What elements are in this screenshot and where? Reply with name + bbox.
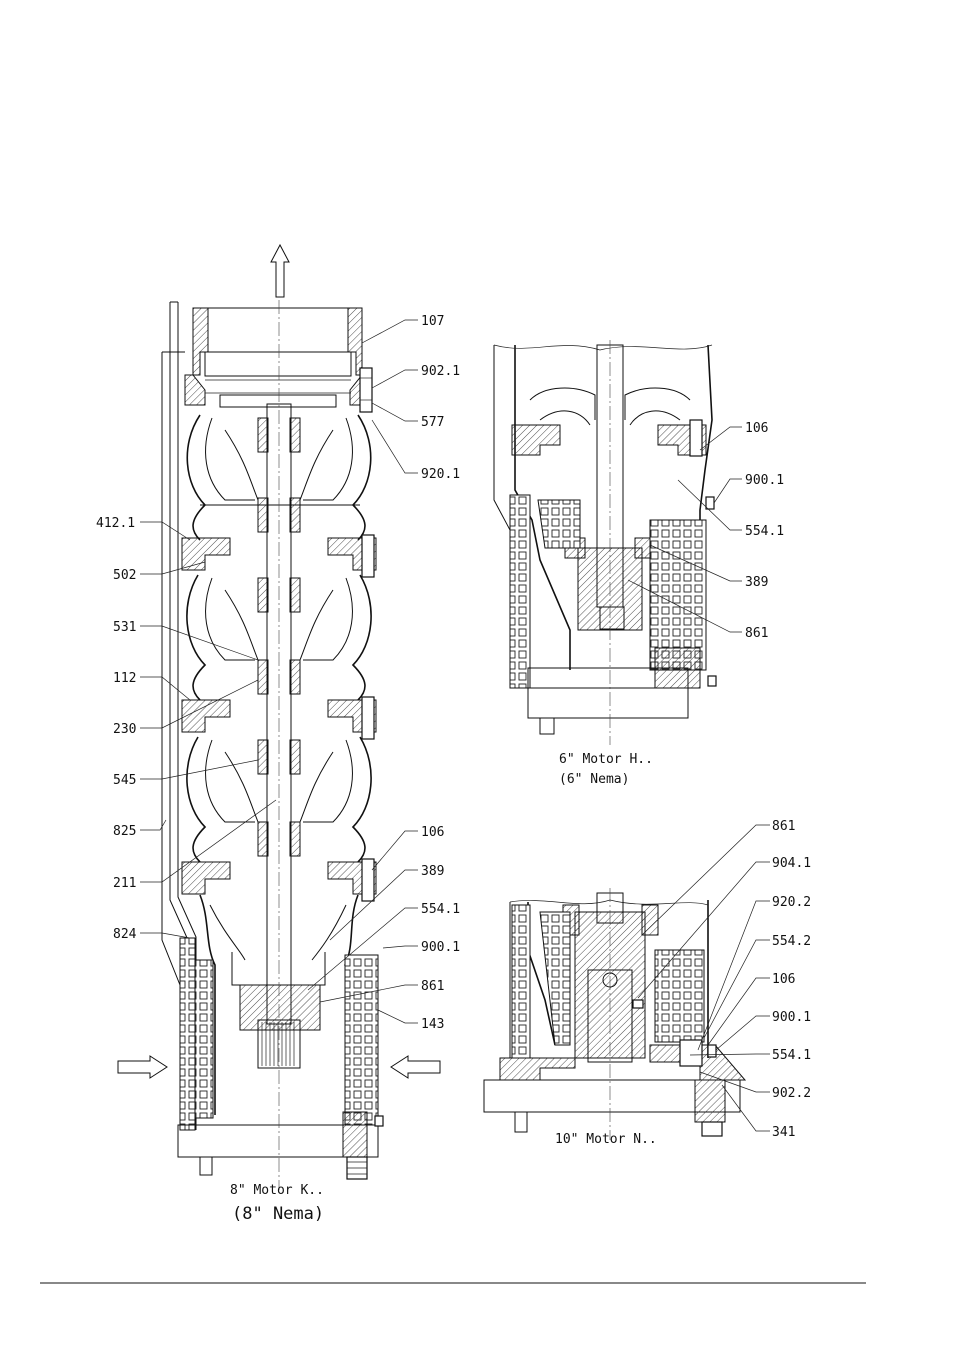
part-label: 554.1 <box>772 1048 811 1063</box>
caption-8-inch-nema: (8" Nema) <box>232 1204 324 1224</box>
part-label: 554.1 <box>421 902 460 917</box>
six-inch-motor-section: 106 900.1 554.1 389 861 6" Motor H.. (6"… <box>494 340 784 787</box>
part-label: 389 <box>421 864 444 879</box>
part-label: 412.1 <box>96 516 135 531</box>
part-label: 554.1 <box>745 524 784 539</box>
part-label: 107 <box>421 314 444 329</box>
part-label: 900.1 <box>772 1010 811 1025</box>
stage-flange-bolts <box>362 535 374 901</box>
part-label: 230 <box>113 722 136 737</box>
motor-adapter <box>178 1112 383 1179</box>
part-label: 112 <box>113 671 136 686</box>
part-label: 545 <box>113 773 136 788</box>
inlet-arrow-right-icon <box>391 1056 440 1078</box>
part-label: 861 <box>745 626 768 641</box>
part-label: 824 <box>113 927 137 942</box>
part-label: 861 <box>421 979 444 994</box>
caption-10-inch-motor: 10" Motor N.. <box>555 1132 657 1147</box>
part-label: 900.1 <box>745 473 784 488</box>
part-label: 531 <box>113 620 136 635</box>
suction-casing <box>200 895 360 1115</box>
labels-left: 412.1 502 531 112 230 545 825 211 824 <box>96 516 137 942</box>
part-label: 143 <box>421 1017 444 1032</box>
part-label: 900.1 <box>421 940 460 955</box>
part-label: 106 <box>745 421 768 436</box>
caption-8-inch-motor: 8" Motor K.. <box>230 1183 324 1198</box>
part-label: 577 <box>421 415 444 430</box>
part-label: 902.1 <box>421 364 460 379</box>
inlet-arrow-left-icon <box>118 1056 167 1078</box>
part-label: 341 <box>772 1125 795 1140</box>
part-label: 904.1 <box>772 856 811 871</box>
ten-inch-motor-section: 861 904.1 920.2 554.2 106 900.1 554.1 90… <box>484 819 811 1147</box>
discharge-casing <box>185 308 370 407</box>
caption-6-inch-nema: (6" Nema) <box>559 772 629 787</box>
part-label: 106 <box>421 825 444 840</box>
labels-right: 107 902.1 577 920.1 106 389 554.1 900.1 … <box>421 314 460 1032</box>
part-label: 554.2 <box>772 934 811 949</box>
part-label: 861 <box>772 819 795 834</box>
part-label: 902.2 <box>772 1086 811 1101</box>
part-label: 920.2 <box>772 895 811 910</box>
part-label: 211 <box>113 876 136 891</box>
part-label: 106 <box>772 972 795 987</box>
part-label: 389 <box>745 575 768 590</box>
main-pump-section: 412.1 502 531 112 230 545 825 211 824 10… <box>96 245 460 1224</box>
top-flange-bolt <box>360 368 372 412</box>
outlet-arrow-icon <box>271 245 289 297</box>
part-label: 825 <box>113 824 136 839</box>
part-label: 502 <box>113 568 136 583</box>
caption-6-inch-motor: 6" Motor H.. <box>559 752 653 767</box>
part-label: 920.1 <box>421 467 460 482</box>
